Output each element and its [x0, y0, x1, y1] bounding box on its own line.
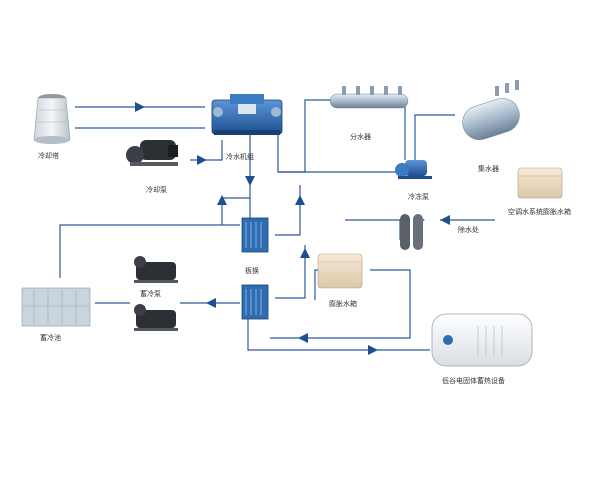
label-thermal-storage-unit: 低谷电固体蓄热设备: [442, 377, 505, 385]
thermal-storage-cabinet-icon: [431, 313, 533, 367]
pipe-chiller-distributor: [277, 99, 330, 173]
label-storage-pool: 蓄冷池: [40, 334, 61, 342]
label-ac-expansion-tank: 空调水系统膨胀水箱: [508, 208, 571, 216]
label-water-treatment: 除水处: [458, 226, 479, 234]
storage-pool-icon: [21, 287, 91, 327]
arrow-5: [300, 248, 310, 258]
box-tank-icon: [517, 167, 563, 199]
arrow-10: [440, 215, 450, 225]
plate-exchanger-icon: [241, 217, 269, 253]
pump-icon: [134, 256, 178, 283]
filter-column-icon: [400, 214, 423, 250]
pipe-network: [59, 99, 495, 351]
pump-icon: [395, 160, 432, 179]
arrow-6: [217, 195, 227, 205]
manifold-icon: [329, 86, 409, 109]
flow-arrows: [80, 102, 450, 355]
pump-icon: [126, 140, 178, 166]
pump-icon: [134, 304, 178, 331]
plate-exchanger-icon: [241, 284, 269, 320]
arrow-12: [298, 333, 308, 343]
arrow-4: [295, 195, 305, 205]
label-cooling-pump: 冷却泵: [146, 186, 167, 194]
label-expansion-tank: 膨胀水箱: [329, 300, 357, 308]
pipe-bottom-loop: [247, 318, 430, 351]
box-tank-icon: [317, 253, 363, 289]
arrow-7: [206, 298, 216, 308]
label-water-collector: 集水器: [478, 165, 499, 173]
label-water-distributor: 分水器: [350, 133, 371, 141]
arrow-2: [197, 155, 207, 165]
label-chiller: 冷水机组: [226, 153, 254, 161]
collector-tank-icon: [462, 80, 520, 140]
pipe-exp-tank: [345, 219, 401, 240]
arrow-11: [368, 345, 378, 355]
arrow-3: [245, 176, 255, 186]
pipe-pump-chiller: [190, 140, 223, 161]
arrow-1: [135, 102, 145, 112]
label-cooling-tower: 冷却塔: [38, 152, 59, 160]
pipe-pool-plate: [59, 224, 240, 278]
label-ice-storage-pump: 蓄冷泵: [140, 290, 161, 298]
pipe-collector-pump: [414, 114, 455, 160]
chiller-unit-icon: [211, 94, 283, 135]
cooling-tower-icon: [33, 94, 71, 144]
label-chilled-water-pump: 冷冻泵: [408, 193, 429, 201]
pipe-plate-up: [275, 185, 301, 236]
label-plate-exchanger: 板换: [245, 267, 259, 275]
pipe-thermal-return: [270, 269, 411, 339]
pipe-plate-lower-up: [275, 245, 306, 299]
